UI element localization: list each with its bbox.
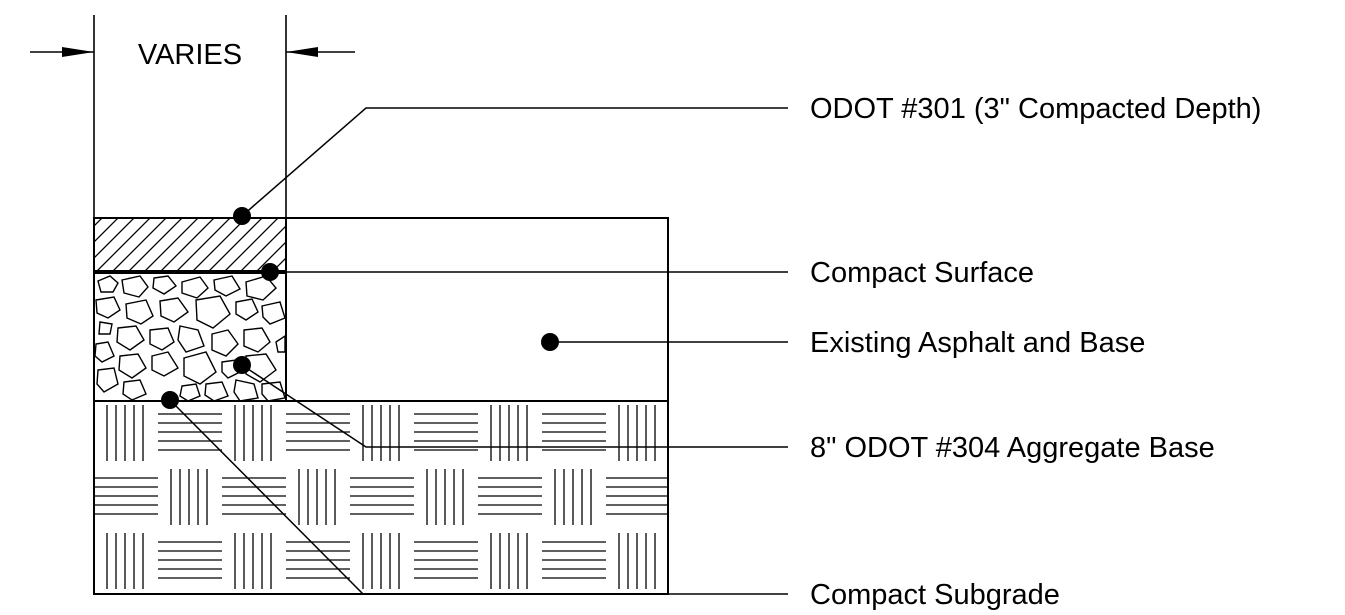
layer-compact-subgrade <box>94 401 668 594</box>
layer-odot-301 <box>94 218 286 272</box>
varies-label: VARIES <box>138 39 242 71</box>
arrowhead-right <box>286 47 318 57</box>
leader-compact-surface <box>261 263 788 281</box>
leader-aggregate-base <box>233 356 788 448</box>
callout-compact-subgrade: Compact Subgrade <box>810 579 1060 611</box>
layer-aggregate-base <box>94 275 286 401</box>
leader-dot <box>161 391 179 409</box>
arrowhead-left <box>62 47 94 57</box>
leader-dot <box>233 356 251 374</box>
leader-dot <box>541 333 559 351</box>
callout-compact-surface: Compact Surface <box>810 257 1034 289</box>
leader-odot-301 <box>233 107 788 225</box>
callout-existing-asphalt: Existing Asphalt and Base <box>810 327 1145 359</box>
callout-odot-301: ODOT #301 (3" Compacted Depth) <box>810 93 1261 125</box>
leader-dot <box>261 263 279 281</box>
leader-dot <box>233 207 251 225</box>
callout-aggregate-base: 8" ODOT #304 Aggregate Base <box>810 432 1215 464</box>
leader-compact-subgrade <box>161 391 788 595</box>
varies-dimension: VARIES <box>30 15 355 218</box>
leader-existing-asphalt <box>541 333 788 351</box>
